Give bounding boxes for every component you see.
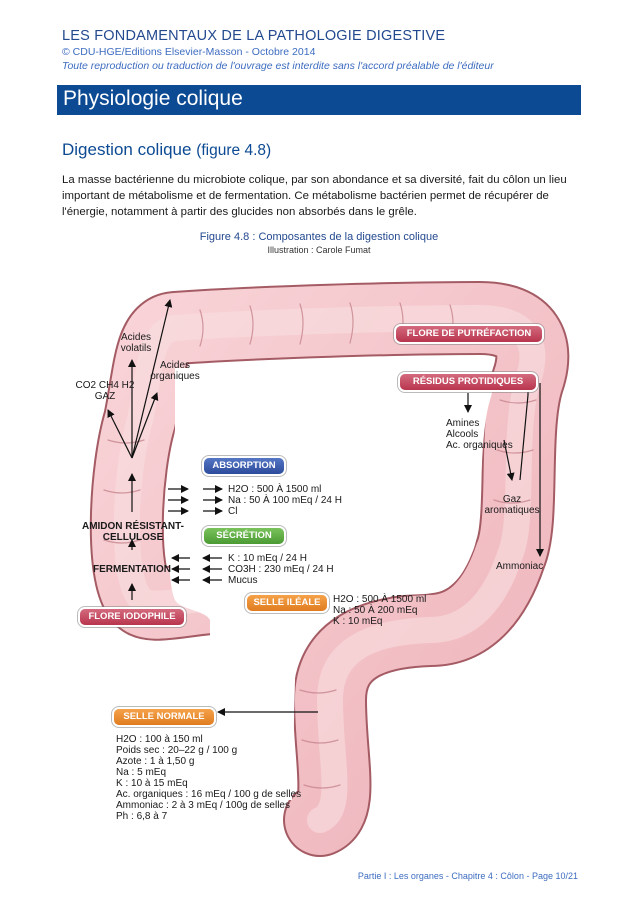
selle-normale-values: H2O : 100 à 150 ml Poids sec : 20–22 g /…	[116, 734, 302, 822]
secretion-arrows	[171, 554, 222, 584]
pill-absorption: ABSORPTION	[204, 458, 284, 474]
label-fermentation: FERMENTATION	[93, 564, 171, 575]
label-acides-organiques: Acides organiques	[150, 360, 200, 382]
figure-caption: Figure 4.8 : Composantes de la digestion…	[0, 231, 638, 255]
label-acides-volatils: Acides volatils	[120, 332, 152, 354]
pill-selle-ileale: SELLE ILÉALE	[247, 595, 327, 611]
section-heading: Digestion colique (figure 4.8)	[62, 140, 271, 160]
figure-reference: (figure 4.8)	[196, 142, 272, 159]
label-gaz-aromatiques: Gaz aromatiques	[484, 494, 540, 516]
figure-illustrator: Illustration : Carole Fumat	[267, 245, 371, 255]
document-series-title: LES FONDAMENTAUX DE LA PATHOLOGIE DIGEST…	[62, 28, 446, 44]
banner-title: Physiologie colique	[63, 87, 243, 110]
page-footer: Partie I : Les organes - Chapitre 4 : Cô…	[357, 871, 578, 881]
label-amidon-resistant: AMIDON RÉSISTANT- CELLULOSE	[81, 521, 185, 543]
absorption-arrows	[168, 485, 223, 515]
copyright-line: © CDU-HGE/Editions Elsevier-Masson - Oct…	[62, 46, 316, 58]
pill-flore-putrefaction: FLORE DE PUTRÉFACTION	[396, 326, 542, 342]
selle-ileale-values: H2O : 500 À 1500 ml Na : 50 À 200 mEq K …	[333, 594, 427, 627]
pill-selle-normale: SELLE NORMALE	[114, 709, 214, 725]
reproduction-notice: Toute reproduction ou traduction de l'ou…	[62, 60, 494, 72]
section-title: Digestion colique	[62, 140, 192, 159]
intro-paragraph: La masse bactérienne du microbiote coliq…	[62, 174, 567, 218]
proteic-arrows	[464, 383, 544, 557]
pill-residus-protidiques: RÉSIDUS PROTIDIQUES	[400, 374, 536, 390]
label-amines: Amines Alcools Ac. organiques	[446, 418, 513, 451]
absorption-values: H2O : 500 À 1500 ml Na : 50 À 100 mEq / …	[228, 484, 342, 517]
label-ammoniac: Ammoniac	[496, 561, 544, 572]
colon-inner-space	[168, 368, 493, 800]
chapter-banner: Physiologie colique	[57, 85, 581, 115]
fermentation-arrows	[107, 299, 173, 600]
pill-flore-iodophile: FLORE IODOPHILE	[80, 609, 184, 625]
label-gaz: CO2 CH4 H2 GAZ	[75, 380, 135, 402]
secretion-values: K : 10 mEq / 24 H CO3H : 230 mEq / 24 H …	[228, 553, 334, 586]
figure-caption-text: Figure 4.8 : Composantes de la digestion…	[199, 231, 439, 243]
pill-secretion: SÉCRÉTION	[204, 528, 284, 544]
